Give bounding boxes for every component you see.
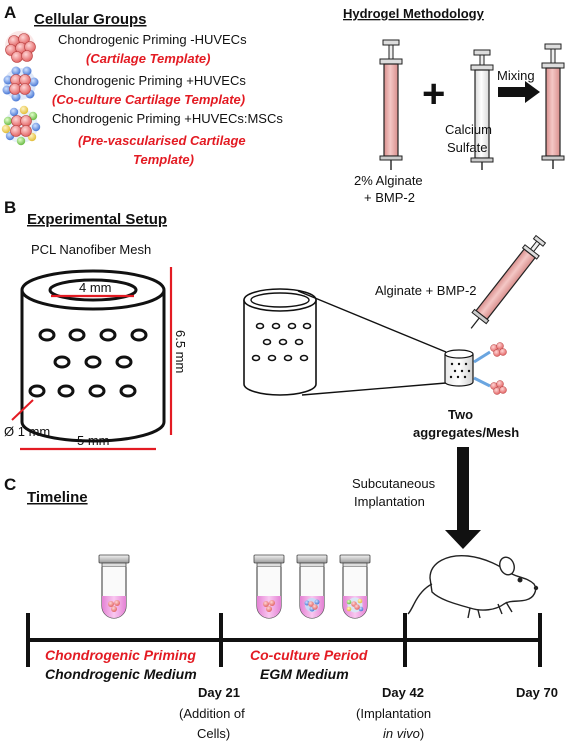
mesh-label: PCL Nanofiber Mesh	[31, 242, 151, 257]
day42-note-line2: in vivo)	[383, 726, 424, 741]
tube-icon-pink	[98, 554, 130, 619]
mesh-cylinder-small	[444, 349, 474, 387]
day42-in-vivo: in vivo	[383, 726, 420, 741]
group2-name: Chondrogenic Priming +HUVECs	[54, 73, 246, 88]
syringe1-label-line1: 2% Alginate	[354, 173, 423, 188]
width-label: 5 mm	[77, 433, 110, 448]
day70-label: Day 70	[516, 685, 558, 700]
tube-icon-pink-2	[253, 554, 285, 619]
period1-medium: Chondrogenic Medium	[45, 666, 197, 682]
aggregate-icon-small-bottom	[490, 380, 507, 395]
plus-sign: +	[422, 72, 445, 116]
hydrogel-heading: Hydrogel Methodology	[343, 6, 485, 21]
syringe-calcium-icon	[470, 49, 494, 170]
inner-diameter-label: 4 mm	[79, 280, 112, 295]
day42-note-line1: (Implantation	[356, 706, 431, 721]
aggregate-icon-pink	[5, 31, 36, 63]
aggregates-label-line2: aggregates/Mesh	[413, 425, 519, 440]
group3-name: Chondrogenic Priming +HUVECs:MSCs	[52, 111, 283, 126]
day21-note-line2: Cells)	[197, 726, 230, 741]
group1-template: (Cartilage Template)	[86, 51, 211, 66]
group2-template: (Co-culture Cartilage Template)	[52, 92, 245, 107]
day21-label: Day 21	[198, 685, 240, 700]
injection-syringe-icon	[470, 234, 547, 329]
period1-title: Chondrogenic Priming	[45, 647, 196, 663]
syringe2-label-line1: Calcium	[445, 122, 492, 137]
aggregate-pointer-bottom	[473, 376, 491, 388]
tube-icon-blue	[296, 554, 328, 619]
zoom-line-top	[297, 290, 447, 353]
cellular-groups-heading: Cellular Groups	[34, 11, 147, 28]
syringe-mixed-icon	[541, 43, 565, 169]
aggregate-icon-small-top	[490, 342, 507, 357]
implant-arrow-shaft	[457, 447, 469, 530]
implant-arrow-head-icon	[445, 530, 481, 549]
aggregate-icon-mixed	[1, 105, 41, 146]
height-label: 6.5 mm	[173, 330, 188, 373]
injection-label: Alginate + BMP-2	[375, 283, 477, 298]
implant-label-line1: Subcutaneous	[352, 476, 436, 491]
implant-label-line2: Implantation	[354, 494, 425, 509]
experimental-setup-heading: Experimental Setup	[27, 211, 167, 228]
panel-label-a: A	[4, 3, 16, 22]
timeline-heading: Timeline	[27, 489, 88, 506]
zoom-line-bottom	[301, 382, 447, 396]
panel-label-c: C	[4, 475, 16, 494]
day42-label: Day 42	[382, 685, 424, 700]
mixing-label: Mixing	[497, 68, 535, 83]
group1-name: Chondrogenic Priming -HUVECs	[58, 32, 247, 47]
hole-pointer-line	[11, 399, 34, 421]
group3-template-line1: (Pre-vascularised Cartilage	[78, 133, 246, 148]
tube-icon-mixed	[339, 554, 371, 619]
panel-label-b: B	[4, 198, 16, 217]
day21-note-line1: (Addition of	[179, 706, 245, 721]
period2-title: Co-culture Period	[250, 647, 368, 663]
period2-medium: EGM Medium	[260, 666, 349, 682]
aggregates-label-line1: Two	[448, 407, 473, 422]
mouse-icon	[407, 555, 539, 619]
syringe2-label-line2: Sulfate	[447, 140, 487, 155]
day42-close-paren: )	[420, 726, 424, 741]
group3-template-line2: Template)	[133, 152, 194, 167]
syringe1-label-line2: + BMP-2	[364, 190, 415, 205]
hole-diameter-label: Ø 1 mm	[4, 424, 50, 439]
syringe-alginate-icon	[379, 39, 403, 170]
aggregate-pointer-top	[473, 350, 491, 364]
mesh-cylinder-medium	[243, 288, 317, 396]
mixing-arrow-icon	[498, 81, 540, 103]
aggregate-icon-pink-blue	[2, 66, 39, 102]
